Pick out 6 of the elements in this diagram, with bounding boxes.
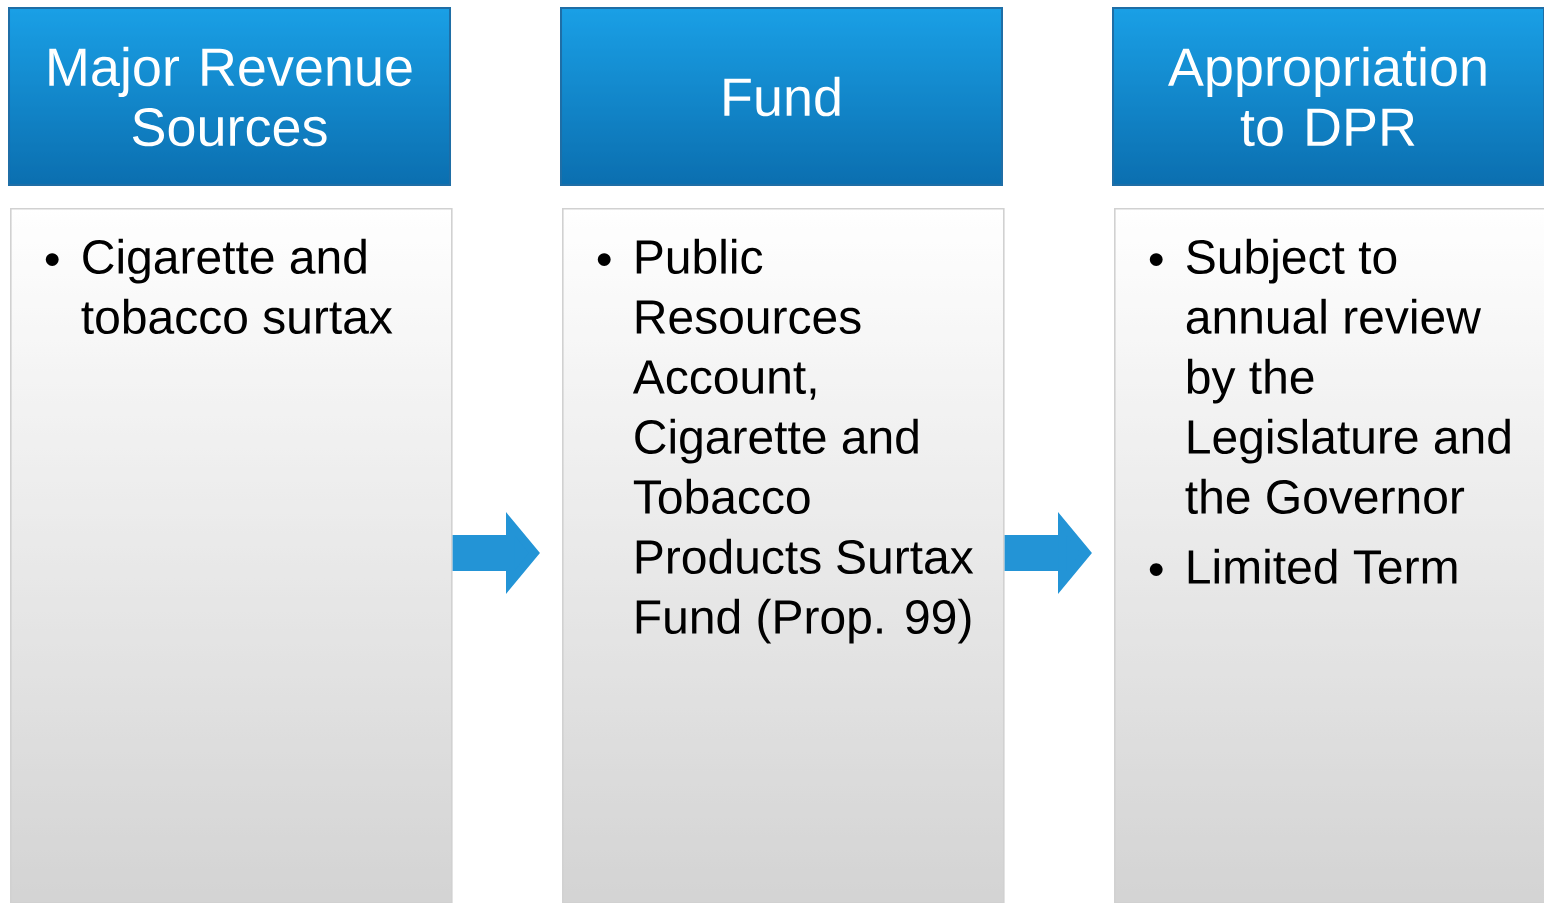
content-panel: Subject to annual review by the Legislature and the Governor Limited Term — [1114, 208, 1544, 903]
header-box: Appropriation to DPR — [1112, 7, 1544, 186]
header-box: Fund — [560, 7, 1003, 186]
content-panel: Cigarette and tobacco surtax — [10, 208, 453, 903]
header-box: Major Revenue Sources — [8, 7, 451, 186]
content-panel: Public Resources Account, Cigarette and Tobacco Products Surtax Fund (Prop. 99) — [562, 208, 1005, 903]
